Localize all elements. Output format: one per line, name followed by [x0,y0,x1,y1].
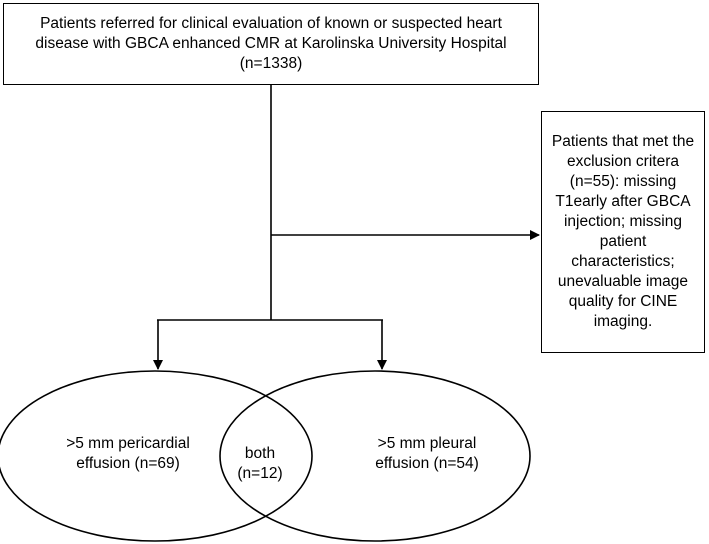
exclusion-line: injection; missing [563,213,682,230]
pericardial-effusion-label: >5 mm pericardial effusion (n=69) [38,434,218,474]
referred-patients-box: Patients referred for clinical evaluatio… [3,3,539,85]
pericardial-label-line: >5 mm pericardial [66,435,190,452]
exclusion-line: Patients that met the [551,133,695,150]
referred-patients-text: Patients referred for clinical evaluatio… [35,14,506,74]
exclusion-criteria-box: Patients that met the exclusion critera … [541,111,705,353]
exclusion-line: exclusion critera [566,153,679,170]
overlap-label: both (n=12) [237,445,283,482]
exclusion-line: T1early after GBCA [555,193,691,210]
referred-patients-line: Patients referred for clinical evaluatio… [40,15,502,32]
exclusion-line: (n=55): missing [569,173,677,190]
pericardial-effusion-ellipse [0,370,313,542]
exclusion-line: imaging. [593,313,653,330]
exclusion-line: unevaluable image [557,273,689,290]
referred-patients-count: (n=1338) [239,55,303,72]
pleural-label-count: effusion (n=54) [375,455,479,472]
pericardial-label-count: effusion (n=69) [76,455,180,472]
exclusion-criteria-text: Patients that met the exclusion critera … [552,132,694,332]
exclusion-line: characteristics; [571,253,675,270]
pleural-effusion-ellipse [219,370,531,542]
exclusion-line: patient [599,233,647,250]
pleural-effusion-label: >5 mm pleural effusion (n=54) [352,434,502,474]
pleural-label-line: >5 mm pleural [377,435,477,452]
referred-patients-line: disease with GBCA enhanced CMR at Karoli… [35,35,507,52]
exclusion-line: quality for CINE [568,293,678,310]
